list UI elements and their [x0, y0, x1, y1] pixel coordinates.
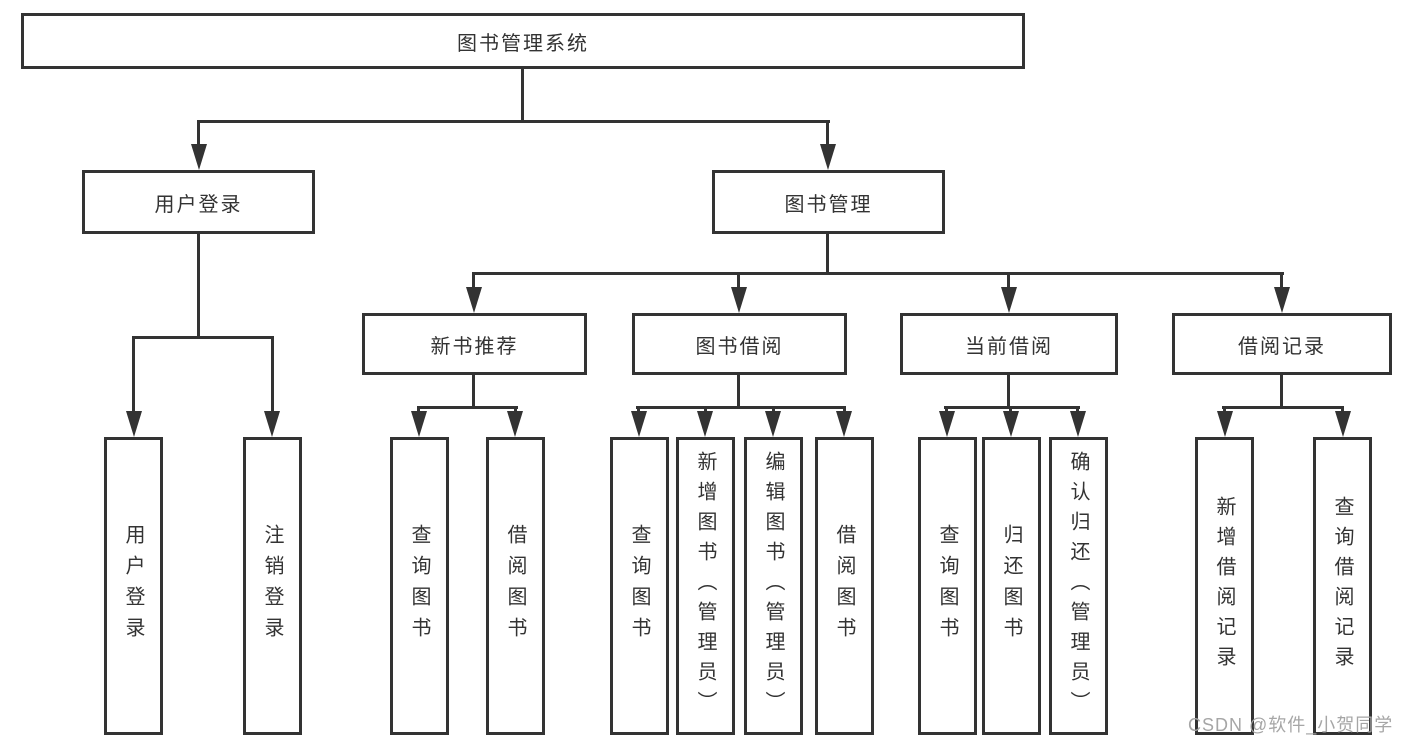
arrowhead-icon [939, 411, 955, 437]
connector-line [826, 120, 829, 146]
connector-line [514, 406, 517, 413]
connector-line [198, 120, 830, 123]
connector-line [472, 272, 1284, 275]
connector-line [132, 336, 274, 339]
connector-line [945, 406, 948, 413]
leaf-label: 编辑图书（管理员） [762, 451, 784, 721]
arrowhead-icon [126, 411, 142, 437]
node-borrow-records: 借阅记录 [1172, 313, 1392, 375]
node-new-book-recommend: 新书推荐 [362, 313, 587, 375]
connector-line [197, 234, 200, 339]
leaf-label: 确认归还（管理员） [1067, 451, 1089, 721]
connector-line [417, 406, 518, 409]
connector-line [1280, 375, 1283, 409]
connector-line [521, 69, 524, 123]
root-node-library-system: 图书管理系统 [21, 13, 1025, 69]
leaf-label: 注销登录 [261, 524, 283, 648]
arrowhead-icon [1070, 411, 1086, 437]
connector-line [1341, 406, 1344, 413]
connector-line [472, 272, 475, 289]
connector-line [826, 234, 829, 275]
leaf-label: 查询图书 [936, 524, 958, 648]
leaf-query-books-1: 查询图书 [390, 437, 449, 735]
leaf-label: 查询图书 [628, 524, 650, 648]
arrowhead-icon [1003, 411, 1019, 437]
leaf-label: 新增图书（管理员） [694, 451, 716, 721]
leaf-return-books: 归还图书 [982, 437, 1041, 735]
connector-line [197, 120, 200, 146]
leaf-user-login: 用户登录 [104, 437, 163, 735]
leaf-add-books-admin: 新增图书（管理员） [676, 437, 735, 735]
arrowhead-icon [191, 144, 207, 170]
arrowhead-icon [411, 411, 427, 437]
connector-line [636, 406, 846, 409]
connector-line [1009, 406, 1012, 413]
leaf-edit-books-admin: 编辑图书（管理员） [744, 437, 803, 735]
leaf-confirm-return-admin: 确认归还（管理员） [1049, 437, 1108, 735]
leaf-label: 归还图书 [1000, 524, 1022, 648]
node-current-borrow: 当前借阅 [900, 313, 1118, 375]
node-book-management: 图书管理 [712, 170, 945, 234]
connector-line [417, 406, 420, 413]
connector-line [1007, 272, 1010, 289]
arrowhead-icon [1001, 287, 1017, 313]
connector-line [737, 272, 740, 289]
connector-line [704, 406, 707, 413]
leaf-label: 查询借阅记录 [1331, 496, 1353, 676]
leaf-label: 借阅图书 [833, 524, 855, 648]
arrowhead-icon [765, 411, 781, 437]
arrowhead-icon [820, 144, 836, 170]
connector-line [843, 406, 846, 413]
arrowhead-icon [1217, 411, 1233, 437]
leaf-query-borrow-record: 查询借阅记录 [1313, 437, 1372, 735]
leaf-borrow-books-2: 借阅图书 [815, 437, 874, 735]
arrowhead-icon [466, 287, 482, 313]
connector-line [1076, 406, 1079, 413]
arrowhead-icon [631, 411, 647, 437]
arrowhead-icon [731, 287, 747, 313]
connector-line [1223, 406, 1226, 413]
leaf-label: 用户登录 [122, 524, 144, 648]
connector-line [944, 406, 1080, 409]
leaf-query-books-3: 查询图书 [918, 437, 977, 735]
arrowhead-icon [697, 411, 713, 437]
connector-line [1222, 406, 1344, 409]
arrowhead-icon [507, 411, 523, 437]
node-user-login: 用户登录 [82, 170, 315, 234]
leaf-add-borrow-record: 新增借阅记录 [1195, 437, 1254, 735]
arrowhead-icon [1335, 411, 1351, 437]
leaf-label: 新增借阅记录 [1213, 496, 1235, 676]
connector-line [132, 336, 135, 413]
connector-line [1007, 375, 1010, 409]
leaf-label: 查询图书 [408, 524, 430, 648]
leaf-query-books-2: 查询图书 [610, 437, 669, 735]
leaf-logout: 注销登录 [243, 437, 302, 735]
connector-line [637, 406, 640, 413]
node-book-borrow: 图书借阅 [632, 313, 847, 375]
arrowhead-icon [836, 411, 852, 437]
connector-line [271, 336, 274, 413]
connector-line [772, 406, 775, 413]
arrowhead-icon [1274, 287, 1290, 313]
connector-line [1280, 272, 1283, 289]
connector-line [472, 375, 475, 409]
leaf-borrow-books-1: 借阅图书 [486, 437, 545, 735]
arrowhead-icon [264, 411, 280, 437]
connector-line [737, 375, 740, 409]
leaf-label: 借阅图书 [504, 524, 526, 648]
csdn-watermark: CSDN @软件_小贺同学 [1188, 715, 1394, 735]
